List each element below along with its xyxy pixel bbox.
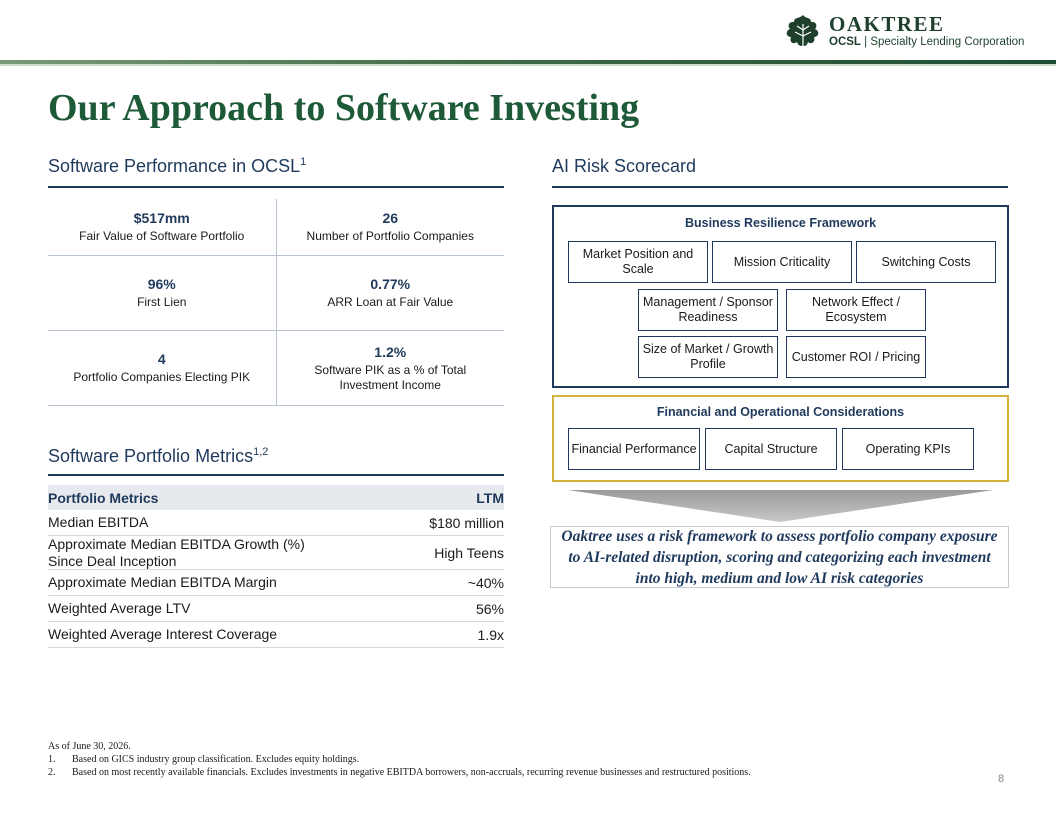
- logo-sub-rest: | Specialty Lending Corporation: [864, 36, 1025, 48]
- performance-value: 0.77%: [370, 276, 411, 292]
- resilience-factor: Mission Criticality: [712, 241, 852, 283]
- logo-sub-bold: OCSL: [829, 36, 861, 48]
- performance-value: 96%: [147, 276, 176, 292]
- resilience-factor: Market Position and Scale: [568, 241, 708, 283]
- financial-factor: Operating KPIs: [842, 428, 974, 470]
- performance-cell: 1.2% Software PIK as a % of Total Invest…: [275, 331, 505, 405]
- resilience-factor: Switching Costs: [856, 241, 996, 283]
- metrics-header-label: Portfolio Metrics: [48, 489, 159, 506]
- metrics-table: Portfolio Metrics LTM Median EBITDA $180…: [48, 485, 504, 648]
- performance-row: 96% First Lien 0.77% ARR Loan at Fair Va…: [48, 256, 504, 331]
- footnote-number: 2.: [48, 767, 56, 778]
- logo-name: OAKTREE: [829, 12, 945, 36]
- performance-title-sup: 1: [300, 156, 307, 168]
- performance-value: 1.2%: [374, 343, 407, 360]
- metrics-row: Approximate Median EBITDA Margin ~40%: [48, 570, 504, 596]
- metrics-row-value: ~40%: [467, 574, 504, 591]
- scorecard-divider: [552, 186, 1008, 188]
- footnote-item: 2. Based on most recently available fina…: [48, 766, 948, 779]
- performance-value: 26: [382, 210, 399, 226]
- resilience-title: Business Resilience Framework: [684, 216, 877, 230]
- down-chevron-arrow-icon: [568, 490, 993, 522]
- performance-row: 4 Portfolio Companies Electing PIK 1.2% …: [48, 331, 504, 406]
- performance-divider: [48, 186, 504, 188]
- metrics-title-sup: 1,2: [253, 446, 269, 458]
- performance-title-text: Software Performance in OCSL: [48, 156, 301, 176]
- footnote-text: Based on GICS industry group classificat…: [72, 754, 360, 765]
- performance-grid: $517mm Fair Value of Software Portfolio …: [48, 199, 504, 406]
- footnote-text: Based on most recently available financi…: [72, 767, 751, 778]
- performance-label: ARR Loan at Fair Value: [327, 295, 454, 309]
- footnotes: As of June 30, 2026. 1. Based on GICS in…: [48, 740, 948, 779]
- financial-operational-considerations: Financial and Operational Considerations…: [552, 395, 1009, 482]
- performance-value: $517mm: [133, 210, 190, 226]
- metrics-row: Approximate Median EBITDA Growth (%) Sin…: [48, 536, 504, 570]
- metrics-table-header: Portfolio Metrics LTM: [48, 485, 504, 510]
- performance-label: Software PIK as a % of Total Investment …: [314, 362, 467, 392]
- metrics-divider: [48, 474, 504, 476]
- performance-label: First Lien: [137, 295, 187, 309]
- metrics-row-label: Weighted Average Interest Coverage: [48, 626, 278, 642]
- metrics-row-value: High Teens: [434, 544, 504, 561]
- metrics-row: Weighted Average LTV 56%: [48, 596, 504, 622]
- metrics-row-label: Approximate Median EBITDA Growth (%) Sin…: [48, 535, 305, 569]
- scorecard-callout: Oaktree uses a risk framework to assess …: [550, 526, 1009, 588]
- resilience-factor: Size of Market / Growth Profile: [638, 336, 778, 378]
- financial-factor: Financial Performance: [568, 428, 700, 470]
- oak-leaf-icon: [786, 15, 819, 50]
- scorecard-section-title: AI Risk Scorecard: [552, 156, 697, 176]
- callout-text: Oaktree uses a risk framework to assess …: [561, 527, 998, 587]
- page-number: 8: [998, 773, 1005, 785]
- header-bar: [0, 60, 1056, 64]
- metrics-row-label: Median EBITDA: [48, 514, 149, 530]
- performance-label: Portfolio Companies Electing PIK: [73, 370, 251, 384]
- footnote-item: 1. Based on GICS industry group classifi…: [48, 753, 948, 766]
- resilience-factor: Customer ROI / Pricing: [786, 336, 926, 378]
- metrics-row-label: Approximate Median EBITDA Margin: [48, 574, 277, 590]
- performance-cell: 26 Number of Portfolio Companies: [275, 199, 505, 255]
- performance-cell: 96% First Lien: [48, 256, 276, 330]
- performance-section-title: Software Performance in OCSL1: [48, 156, 306, 177]
- performance-row: $517mm Fair Value of Software Portfolio …: [48, 199, 504, 256]
- header-bar-underline: [0, 64, 1056, 66]
- metrics-section-title: Software Portfolio Metrics1,2: [48, 446, 268, 467]
- business-resilience-framework: Business Resilience Framework Market Pos…: [552, 205, 1009, 388]
- metrics-header-value: LTM: [476, 489, 504, 506]
- metrics-row-value: $180 million: [429, 514, 504, 531]
- metrics-row-value: 1.9x: [477, 626, 504, 643]
- performance-cell: 4 Portfolio Companies Electing PIK: [48, 331, 276, 405]
- performance-value: 4: [157, 351, 166, 367]
- resilience-factor: Network Effect / Ecosystem: [786, 289, 926, 331]
- footnote-asof: As of June 30, 2026.: [48, 741, 131, 752]
- performance-cell: $517mm Fair Value of Software Portfolio: [48, 199, 276, 255]
- resilience-factor: Management / Sponsor Readiness: [638, 289, 778, 331]
- metrics-row-label: Weighted Average LTV: [48, 600, 191, 616]
- metrics-row-value: 56%: [475, 600, 504, 617]
- oaktree-logo: OAKTREE OCSL | Specialty Lending Corpora…: [782, 12, 1024, 52]
- performance-label: Number of Portfolio Companies: [306, 229, 474, 243]
- metrics-row: Median EBITDA $180 million: [48, 510, 504, 536]
- financial-title: Financial and Operational Considerations: [656, 405, 905, 419]
- logo-subtitle: OCSL | Specialty Lending Corporation: [829, 36, 1024, 48]
- footnote-number: 1.: [48, 754, 56, 765]
- metrics-row: Weighted Average Interest Coverage 1.9x: [48, 622, 504, 648]
- performance-label: Fair Value of Software Portfolio: [79, 229, 245, 243]
- performance-cell: 0.77% ARR Loan at Fair Value: [275, 256, 505, 330]
- page-title: Our Approach to Software Investing: [48, 87, 640, 129]
- financial-factor: Capital Structure: [705, 428, 837, 470]
- metrics-title-text: Software Portfolio Metrics: [48, 446, 254, 466]
